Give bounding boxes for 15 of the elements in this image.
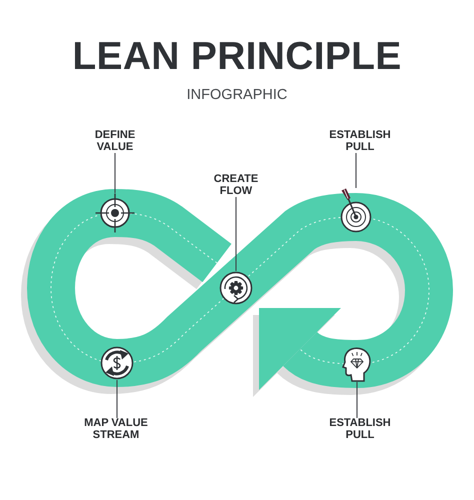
leader-line — [116, 380, 118, 418]
step-label: MAP VALUE STREAM — [82, 418, 150, 441]
crosshair-icon — [95, 193, 135, 233]
dartboard-icon — [340, 188, 372, 233]
step-label: ESTABLISH PULL — [327, 418, 393, 441]
head-icon — [342, 346, 372, 382]
step-label: ESTABLISH PULL — [327, 130, 393, 153]
step-label: DEFINE VALUE — [91, 130, 139, 153]
dollar-refresh-icon — [100, 346, 134, 380]
step-label: CREATE FLOW — [211, 174, 261, 197]
gear-icon — [219, 271, 253, 305]
subtitle: INFOGRAPHIC — [186, 87, 288, 103]
leader-line — [114, 152, 116, 194]
title: LEAN PRINCIPLE — [72, 37, 402, 77]
leader-line — [356, 382, 358, 418]
